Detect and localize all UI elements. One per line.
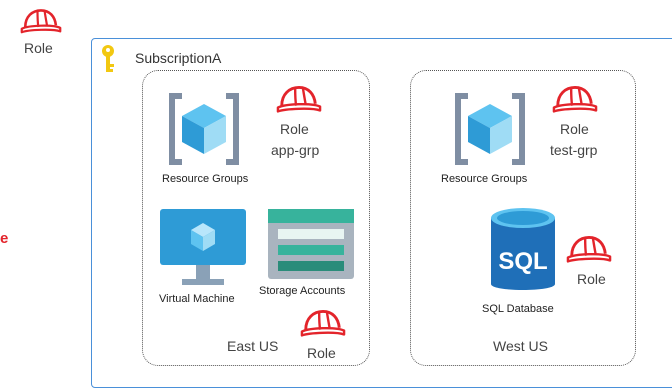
west-sql-role-label: Role — [577, 271, 606, 287]
hard-hat-icon — [20, 4, 62, 36]
hard-hat-icon — [276, 82, 322, 114]
resource-group-icon[interactable] — [454, 92, 526, 166]
subscription-label: SubscriptionA — [135, 50, 222, 66]
hard-hat-icon — [552, 82, 598, 114]
west-rg-name: test-grp — [550, 142, 598, 158]
left-accent-text: e — [0, 230, 9, 247]
east-region-label: East US — [227, 338, 279, 354]
east-region — [142, 70, 370, 366]
west-rg-role-label: Role — [560, 121, 589, 137]
hard-hat-icon — [300, 306, 346, 338]
key-icon — [102, 45, 114, 72]
sql-icon-text: SQL — [498, 248, 547, 275]
west-region-label: West US — [493, 338, 548, 354]
storage-label: Storage Accounts — [259, 285, 346, 297]
virtual-machine-icon[interactable] — [158, 209, 248, 289]
east-rg-name: app-grp — [271, 142, 320, 158]
west-rg-label: Resource Groups — [441, 173, 528, 185]
storage-account-icon[interactable] — [268, 209, 354, 279]
sql-database-icon[interactable]: SQL — [488, 206, 558, 296]
east-bottom-role-label: Role — [307, 345, 336, 361]
top-role-label: Role — [24, 40, 53, 56]
resource-group-icon[interactable] — [168, 92, 240, 166]
vm-label: Virtual Machine — [159, 293, 235, 305]
west-region — [410, 70, 636, 366]
hard-hat-icon — [566, 232, 612, 264]
east-rg-role-label: Role — [280, 121, 309, 137]
sql-label: SQL Database — [482, 303, 554, 315]
east-rg-label: Resource Groups — [162, 173, 249, 185]
